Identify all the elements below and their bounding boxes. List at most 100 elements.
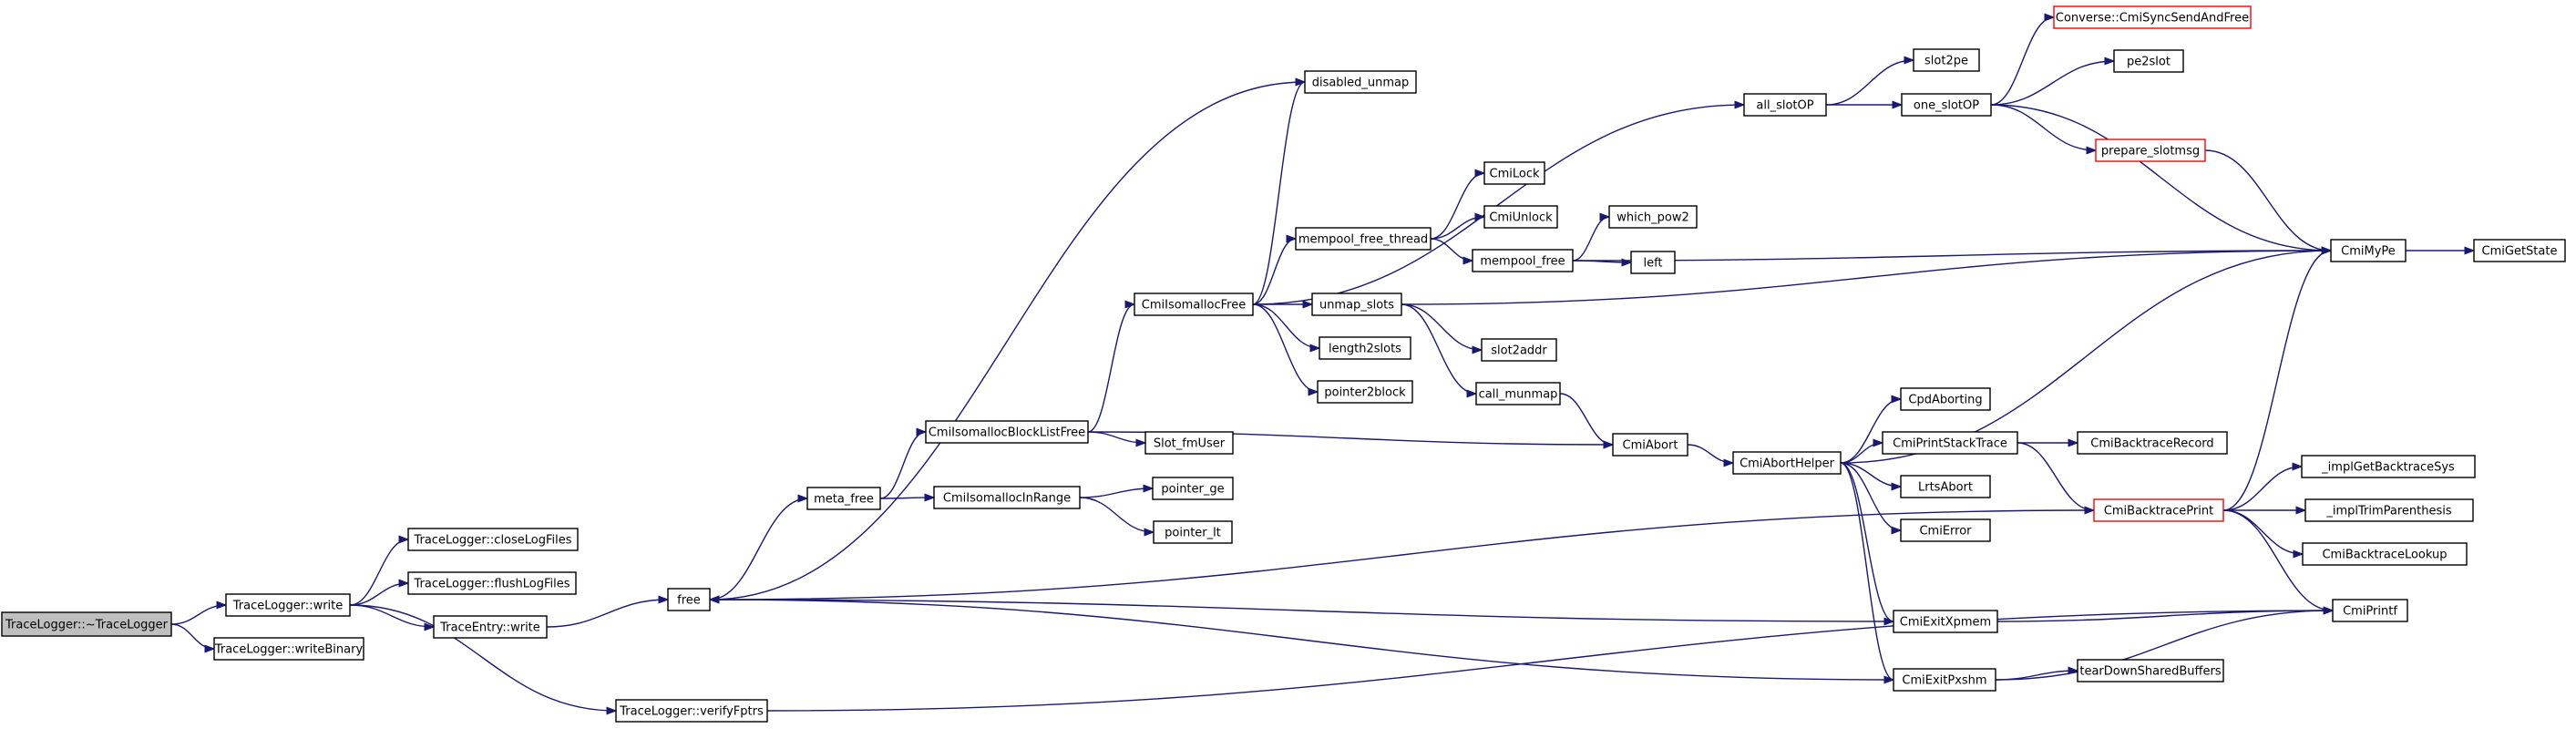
node-pe2slot[interactable]: pe2slot <box>2113 49 2184 73</box>
node-implGetBt[interactable]: _implGetBacktraceSys <box>2301 455 2476 478</box>
edge-line <box>1990 60 2115 106</box>
node-label: TraceLogger::flushLogFiles <box>413 578 570 591</box>
node-root[interactable]: TraceLogger::~TraceLogger <box>1 611 172 637</box>
node-tearDown[interactable]: tearDownSharedBuffers <box>2077 659 2224 683</box>
node-entryWrite[interactable]: TraceEntry::write <box>433 615 548 639</box>
node-prepare_slotmsg[interactable]: prepare_slotmsg <box>2095 139 2206 162</box>
edge-one_slotOP-to-pe2slot <box>1990 56 2116 106</box>
edge-one_slotOP-to-prepare_slotmsg <box>1990 104 2098 155</box>
node-label: pointer_ge <box>1161 483 1224 497</box>
node-write[interactable]: TraceLogger::write <box>225 593 351 617</box>
node-unmap_slots[interactable]: unmap_slots <box>1311 293 1402 316</box>
edge-line <box>349 539 409 606</box>
node-box <box>1893 668 1996 692</box>
edge-free-to-meta_free <box>709 494 809 600</box>
node-blockListFree[interactable]: CmiIsomallocBlockListFree <box>925 420 1089 444</box>
node-syncSend[interactable]: Converse::CmiSyncSendAndFree <box>2053 5 2252 29</box>
edge-line <box>1252 303 1319 393</box>
node-btRecord[interactable]: CmiBacktraceRecord <box>2077 431 2228 455</box>
node-printStack[interactable]: CmiPrintStackTrace <box>1882 431 2018 455</box>
node-one_slotOP[interactable]: one_slotOP <box>1901 93 1992 117</box>
node-pointer_lt[interactable]: pointer_lt <box>1153 520 1233 544</box>
edge-line <box>1401 250 2332 305</box>
node-mempool_free[interactable]: mempool_free <box>1472 249 1574 272</box>
node-label: CmiBacktraceRecord <box>2090 437 2213 451</box>
node-slot2addr[interactable]: slot2addr <box>1481 338 1557 362</box>
node-lrtsAbort[interactable]: LrtsAbort <box>1900 475 1991 498</box>
node-call_munmap[interactable]: call_munmap <box>1475 382 1561 405</box>
node-slotFmUser[interactable]: Slot_fmUser <box>1144 431 1234 455</box>
node-closeLogFiles[interactable]: TraceLogger::closeLogFiles <box>407 528 579 551</box>
node-all_slotOP[interactable]: all_slotOP <box>1743 93 1827 117</box>
node-box <box>1743 93 1827 117</box>
node-box <box>925 420 1089 444</box>
edge-call_munmap-to-cmiAbort <box>1559 393 1615 449</box>
edge-line <box>1087 303 1135 433</box>
node-label: CmiIsomallocInRange <box>943 492 1071 506</box>
node-abortHelper[interactable]: CmiAbortHelper <box>1732 451 1842 475</box>
edge-isoFree-to-length2slots <box>1252 303 1321 353</box>
node-cmiAbort[interactable]: CmiAbort <box>1612 433 1688 457</box>
call-graph-nodes: TraceLogger::~TraceLoggerTraceLogger::wr… <box>1 5 2566 723</box>
node-label: CmiPrintf <box>2343 605 2397 619</box>
node-label: TraceLogger::write <box>232 600 344 613</box>
node-writeBinary[interactable]: TraceLogger::writeBinary <box>213 637 364 661</box>
node-btPrint[interactable]: CmiBacktracePrint <box>2093 498 2224 522</box>
node-cmiPrintf[interactable]: CmiPrintf <box>2332 599 2408 622</box>
node-free[interactable]: free <box>667 588 711 611</box>
edge-abortHelper-to-cmiMyPe <box>1840 246 2333 464</box>
node-inRange[interactable]: CmiIsomallocInRange <box>933 486 1081 509</box>
node-cmiLock[interactable]: CmiLock <box>1483 161 1545 185</box>
node-cpdAborting[interactable]: CpdAborting <box>1900 387 1991 411</box>
node-btLookup[interactable]: CmiBacktraceLookup <box>2302 542 2468 566</box>
edge-line <box>170 623 215 650</box>
node-slot2pe[interactable]: slot2pe <box>1913 48 1980 72</box>
edge-line <box>2222 509 2304 555</box>
arrow-head-icon <box>1144 528 1155 537</box>
node-cmiGetState[interactable]: CmiGetState <box>2473 239 2566 262</box>
edge-line <box>1430 238 1473 262</box>
node-box <box>1612 433 1688 457</box>
node-cmiError[interactable]: CmiError <box>1900 518 1991 542</box>
node-pointer_ge[interactable]: pointer_ge <box>1152 477 1234 500</box>
node-verifyFptrs[interactable]: TraceLogger::verifyFptrs <box>615 699 768 723</box>
node-box <box>1732 451 1842 475</box>
edge-isoFree-to-mempool_free_thread <box>1252 234 1298 305</box>
arrow-head-icon <box>1891 482 1903 491</box>
node-label: disabled_unmap <box>1312 77 1410 90</box>
node-isoFree[interactable]: CmiIsomallocFree <box>1134 293 1254 316</box>
node-exitPxshm[interactable]: CmiExitPxshm <box>1893 668 1996 692</box>
node-label: CmiIsomallocFree <box>1142 299 1246 313</box>
node-disabled_unmap[interactable]: disabled_unmap <box>1304 70 1417 94</box>
node-left[interactable]: left <box>1630 251 1676 274</box>
node-which_pow2[interactable]: which_pow2 <box>1608 205 1698 229</box>
node-box <box>806 487 881 510</box>
node-meta_free[interactable]: meta_free <box>806 487 881 510</box>
node-box <box>1901 93 1992 117</box>
arrow-head-icon <box>1308 387 1319 396</box>
node-length2slots[interactable]: length2slots <box>1319 336 1411 360</box>
node-exitXpmem[interactable]: CmiExitXpmem <box>1893 610 1998 633</box>
node-box <box>1152 477 1234 500</box>
edge-line <box>1252 81 1306 305</box>
arrow-head-icon <box>2292 462 2304 471</box>
arrow-head-icon <box>2293 549 2304 559</box>
node-label: length2slots <box>1329 343 1401 356</box>
node-pointer2block[interactable]: pointer2block <box>1317 380 1413 404</box>
edge-line <box>1840 462 1894 681</box>
node-cmiUnlock[interactable]: CmiUnlock <box>1483 205 1558 229</box>
node-implTrim[interactable]: _implTrimParenthesis <box>2304 498 2474 522</box>
node-mempool_free_thread[interactable]: mempool_free_thread <box>1295 227 1432 251</box>
node-label: TraceLogger::~TraceLogger <box>5 619 169 632</box>
arrow-head-icon <box>2086 146 2098 155</box>
arrow-head-icon <box>1599 212 1611 221</box>
node-label: CmiExitPxshm <box>1902 674 1986 688</box>
call-graph-edges <box>170 13 2476 715</box>
edge-write-to-flushLogFiles <box>349 579 410 606</box>
node-flushLogFiles[interactable]: TraceLogger::flushLogFiles <box>407 571 577 595</box>
node-label: tearDownSharedBuffers <box>2079 665 2221 679</box>
edge-line <box>709 498 808 600</box>
node-cmiMyPe[interactable]: CmiMyPe <box>2330 239 2407 262</box>
edge-btPrint-to-implGetBt <box>2222 462 2304 511</box>
node-label: TraceLogger::verifyFptrs <box>619 705 764 719</box>
